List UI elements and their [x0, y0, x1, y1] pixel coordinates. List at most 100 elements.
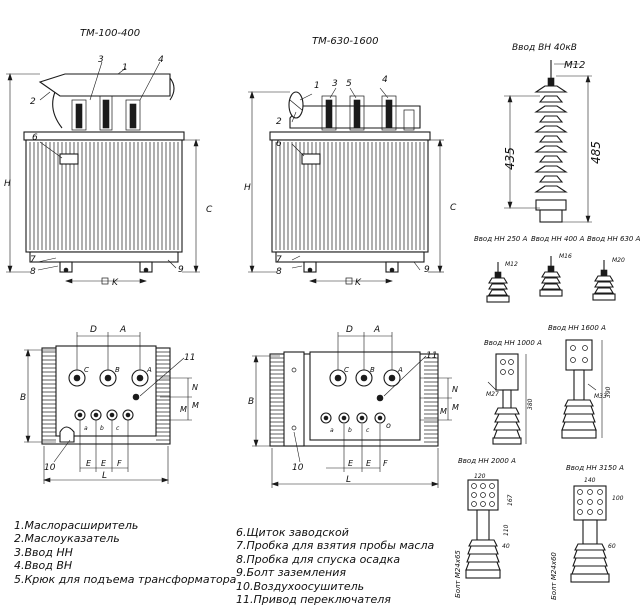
- dim-e-2b: E: [366, 459, 372, 468]
- callout-9-b: 9: [424, 265, 430, 275]
- legend-item-2: 2.Маслоуказатель: [14, 532, 120, 546]
- callout-6-b: 6: [276, 139, 282, 149]
- hv-a-1: A: [146, 366, 152, 374]
- nn630-title: Ввод НН 630 А: [587, 235, 641, 243]
- callout-1-a: 1: [122, 63, 128, 73]
- title-tm630: TM-630-1600: [312, 36, 379, 47]
- dim-k-1: K: [112, 278, 119, 288]
- tm630-front-view: H C K 1 2 3 5 4 6 7 8 9: [244, 75, 457, 288]
- dim-f-2: F: [383, 459, 388, 468]
- callout-10-b: 10: [292, 463, 304, 473]
- dim-m-1a: M: [192, 401, 199, 410]
- dim-l-1: L: [102, 471, 107, 481]
- dim-c-2: C: [450, 203, 457, 213]
- nn1000-380: 380: [527, 398, 534, 410]
- dim-k-2: K: [355, 278, 362, 288]
- dim-c-1: C: [206, 205, 213, 215]
- legend-item-3: 3.Ввод НН: [14, 545, 73, 559]
- lv-2000-bushing: 120 Болт М24x65 110 167 40: [454, 473, 514, 598]
- callout-11-b: 11: [426, 351, 437, 361]
- dim-d-2: D: [346, 325, 353, 335]
- dim-n-1: N: [192, 383, 198, 392]
- legend-item-7: 7.Пробка для взятия пробы масла: [236, 539, 435, 553]
- title-vvod-vn: Ввод ВН 40кВ: [512, 43, 577, 53]
- callout-2-b: 2: [276, 117, 282, 127]
- callout-8-b: 8: [276, 267, 282, 277]
- nn1000-m27: M27: [486, 391, 499, 398]
- nn630-m20: M20: [612, 257, 625, 264]
- callout-1-b: 1: [314, 81, 320, 91]
- tm100-top-view: C B A a b c B L D A: [20, 325, 199, 484]
- nn250-m12: M12: [505, 261, 518, 268]
- nn1600-title: Ввод НН 1600 А: [548, 324, 606, 332]
- legend-item-1: 1.Маслорасширитель: [14, 519, 139, 532]
- dim-f-1: F: [117, 459, 122, 468]
- phase-c-2: c: [366, 427, 370, 434]
- callout-9-a: 9: [178, 265, 184, 275]
- hv-c-2: C: [344, 366, 349, 374]
- phase-b-2: b: [348, 427, 352, 434]
- legend-item-5: 5.Крюк для подъема трансформатора: [14, 572, 237, 586]
- dim-l-2: L: [346, 475, 351, 485]
- legend-left: 1.Маслорасширитель 2.Маслоуказатель 3.Вв…: [14, 519, 236, 586]
- dim-h-1: H: [4, 179, 11, 189]
- lv-3150-bushing: 140 100 60 Болт М24x60: [550, 477, 624, 600]
- nn3150-bolt: Болт М24x60: [550, 552, 558, 600]
- callout-4-b: 4: [382, 75, 388, 85]
- phase-a-1: a: [84, 425, 88, 432]
- phase-a-2: a: [330, 427, 334, 434]
- lv-small-bushings: [486, 256, 616, 303]
- nn1000-title: Ввод НН 1000 А: [484, 339, 542, 347]
- callout-10-a: 10: [44, 463, 56, 473]
- tm630-top-view: C B A a b c o B L D A: [248, 325, 459, 488]
- nn1600-390: 390: [605, 386, 612, 398]
- dim-a-2: A: [373, 325, 380, 335]
- dim-e-1a: E: [86, 459, 92, 468]
- nn2000-title: Ввод НН 2000 А: [458, 457, 516, 465]
- hv-485-label: 485: [589, 141, 603, 164]
- nn2000-167: 167: [507, 494, 514, 506]
- lv-1000-bushing: M27 380: [486, 353, 534, 445]
- dim-b-2: B: [248, 397, 254, 407]
- callout-11-a: 11: [184, 353, 195, 363]
- phase-b-1: b: [100, 425, 104, 432]
- nn2000-120: 120: [474, 473, 486, 480]
- nn2000-110: 110: [503, 524, 510, 536]
- dim-m-1b: M: [180, 405, 187, 414]
- nn250-title: Ввод НН 250 А: [474, 235, 528, 243]
- nn1600-m33: M33: [594, 393, 607, 400]
- hv-m12-label: M12: [564, 60, 585, 71]
- nn3150-100: 100: [612, 495, 624, 502]
- legend-item-8: 8.Пробка для спуска осадка: [236, 552, 401, 566]
- hv-bushing-40kv: M12 435 485: [503, 60, 603, 223]
- legend-item-4: 4.Ввод ВН: [14, 559, 73, 573]
- callout-7-b: 7: [276, 255, 282, 265]
- phase-c-1: c: [116, 425, 120, 432]
- lv-1600-bushing: M33 390: [561, 339, 612, 439]
- callout-3-b: 3: [332, 79, 338, 89]
- hv-b-1: B: [115, 366, 120, 374]
- phase-o-2: o: [386, 421, 391, 430]
- callout-3-a: 3: [98, 55, 104, 65]
- nn400-m16: M16: [559, 253, 572, 260]
- callout-7-a: 7: [30, 255, 36, 265]
- nn2000-40: 40: [502, 543, 510, 550]
- dim-e-1b: E: [101, 459, 107, 468]
- dim-b-1: B: [20, 393, 26, 403]
- nn3150-140: 140: [584, 477, 596, 484]
- hv-a-2: A: [397, 366, 403, 374]
- legend-item-10: 10.Воздухоосушитель: [236, 579, 365, 593]
- callout-8-a: 8: [30, 267, 36, 277]
- dim-m-2a: M: [452, 403, 459, 412]
- legend-item-11: 11.Привод переключателя: [236, 592, 391, 606]
- legend-item-6: 6.Щиток заводской: [236, 526, 349, 539]
- hv-b-2: B: [370, 366, 375, 374]
- dim-a-1: A: [119, 325, 126, 335]
- callout-4-a: 4: [158, 55, 164, 65]
- callout-5-b: 5: [346, 79, 352, 89]
- callout-2-a: 2: [30, 97, 36, 107]
- nn3150-title: Ввод НН 3150 А: [566, 464, 624, 472]
- dim-m-2b: M: [440, 407, 447, 416]
- hv-c-1: C: [84, 366, 89, 374]
- legend-item-9: 9.Болт заземления: [236, 566, 346, 580]
